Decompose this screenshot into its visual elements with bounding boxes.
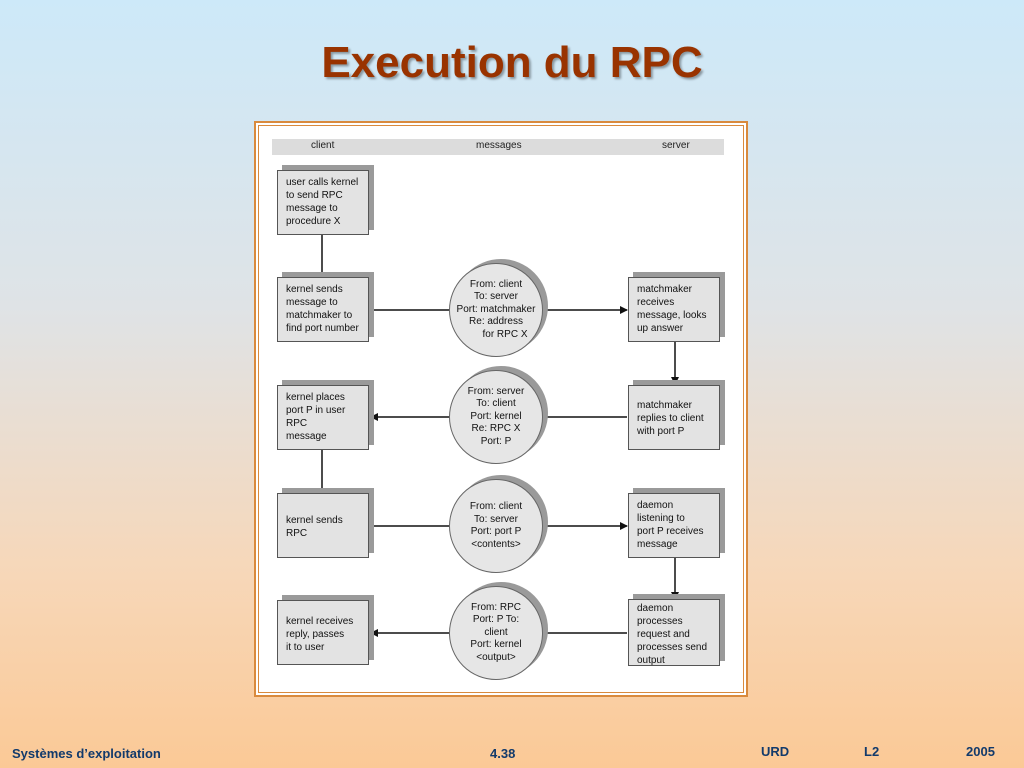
server-box-3: daemon listening to port P receives mess… bbox=[628, 493, 720, 558]
client-box-4-line-1: kernel sends bbox=[286, 515, 343, 526]
client-box-2: kernel sends message to matchmaker to fi… bbox=[277, 277, 369, 342]
server-box-3-line-3: port P receives bbox=[637, 526, 704, 537]
server-box-2-line-3: with port P bbox=[637, 426, 685, 437]
client-box-3-line-3: RPC bbox=[286, 418, 308, 429]
message-2-line-5: Port: P bbox=[480, 435, 512, 447]
server-box-1-line-2: receives bbox=[637, 297, 675, 308]
server-box-3-line-1: daemon bbox=[637, 500, 674, 511]
client-box-1-line-1: user calls kernel bbox=[286, 177, 359, 188]
message-circle-1: From: client To: server Port: matchmaker… bbox=[449, 263, 543, 357]
message-3-line-4: <contents> bbox=[471, 538, 521, 550]
column-header-messages: messages bbox=[476, 140, 522, 151]
footer-course: Systèmes d’exploitation bbox=[12, 746, 161, 761]
server-box-1-line-4: up answer bbox=[637, 323, 684, 334]
column-header-client: client bbox=[311, 140, 335, 151]
message-1-line-2: To: server bbox=[474, 291, 518, 303]
client-box-1-line-2: to send RPC bbox=[286, 190, 343, 201]
server-box-1-line-3: message, looks bbox=[637, 310, 707, 321]
server-box-4-line-4: processes send bbox=[637, 642, 708, 653]
message-2-line-1: From: server bbox=[467, 385, 525, 397]
slide-title: Execution du RPC bbox=[321, 38, 703, 87]
client-box-3-line-1: kernel places bbox=[286, 392, 345, 403]
server-box-4-line-5: output bbox=[637, 655, 665, 666]
client-box-2-line-4: find port number bbox=[286, 323, 359, 334]
message-4-line-1: From: RPC bbox=[471, 601, 521, 613]
message-1-line-5: for RPC X bbox=[482, 328, 528, 340]
client-box-1: user calls kernel to send RPC message to… bbox=[277, 170, 369, 235]
client-box-2-line-1: kernel sends bbox=[286, 284, 343, 295]
server-box-2: matchmaker replies to client with port P bbox=[628, 385, 720, 450]
message-4-line-5: <output> bbox=[476, 651, 516, 663]
client-box-2-line-2: message to bbox=[286, 297, 338, 308]
server-box-3-line-4: message bbox=[637, 539, 678, 550]
server-box-1-line-1: matchmaker bbox=[637, 284, 693, 295]
server-box-4-line-3: request and bbox=[637, 629, 690, 640]
message-1-line-4: Re: address bbox=[469, 316, 523, 328]
server-box-4: daemon processes request and processes s… bbox=[628, 599, 720, 666]
client-box-5-line-3: it to user bbox=[286, 642, 325, 653]
client-box-5-line-1: kernel receives bbox=[286, 616, 354, 627]
client-box-4-line-2: RPC bbox=[286, 528, 308, 539]
client-box-3-line-4: message bbox=[286, 431, 327, 442]
message-circle-2: From: server To: client Port: kernel Re:… bbox=[449, 370, 543, 464]
footer-institution: URD bbox=[761, 744, 790, 759]
message-circle-4: From: RPC Port: P To: client Port: kerne… bbox=[449, 586, 543, 680]
footer-level: L2 bbox=[864, 744, 880, 759]
server-box-2-line-1: matchmaker bbox=[637, 400, 693, 411]
footer-page-number: 4.38 bbox=[490, 746, 516, 761]
message-4-line-3: client bbox=[484, 626, 508, 638]
client-box-5-line-2: reply, passes bbox=[286, 629, 345, 640]
server-box-3-line-2: listening to bbox=[637, 513, 685, 524]
client-box-1-line-3: message to bbox=[286, 203, 338, 214]
client-box-5: kernel receives reply, passes it to user bbox=[277, 600, 369, 665]
message-2-line-3: Port: kernel bbox=[470, 410, 522, 422]
server-box-4-line-2: processes bbox=[637, 616, 683, 627]
column-header-server: server bbox=[662, 140, 690, 151]
client-box-2-line-3: matchmaker to bbox=[286, 310, 353, 321]
message-circle-3: From: client To: server Port: port P <co… bbox=[449, 479, 543, 573]
server-box-2-line-2: replies to client bbox=[637, 413, 704, 424]
message-4-line-4: Port: kernel bbox=[470, 639, 522, 651]
client-box-3-line-2: port P in user bbox=[286, 405, 346, 416]
message-4-line-2: Port: P To: bbox=[472, 614, 520, 626]
footer-year: 2005 bbox=[966, 744, 995, 759]
server-box-1: matchmaker receives message, looks up an… bbox=[628, 277, 720, 342]
message-1-line-1: From: client bbox=[469, 278, 523, 290]
server-box-4-line-1: daemon bbox=[637, 603, 674, 614]
client-box-3: kernel places port P in user RPC message bbox=[277, 385, 369, 450]
message-3-line-3: Port: port P bbox=[470, 526, 522, 537]
message-2-line-2: To: client bbox=[476, 398, 516, 410]
message-3-line-1: From: client bbox=[469, 501, 523, 512]
client-box-1-line-4: procedure X bbox=[286, 216, 341, 227]
column-header-bar bbox=[272, 139, 724, 155]
client-box-4: kernel sends RPC bbox=[277, 493, 369, 558]
message-1-line-3: Port: matchmaker bbox=[456, 303, 536, 315]
message-3-line-2: To: server bbox=[474, 513, 518, 525]
message-2-line-4: Re: RPC X bbox=[471, 423, 521, 435]
